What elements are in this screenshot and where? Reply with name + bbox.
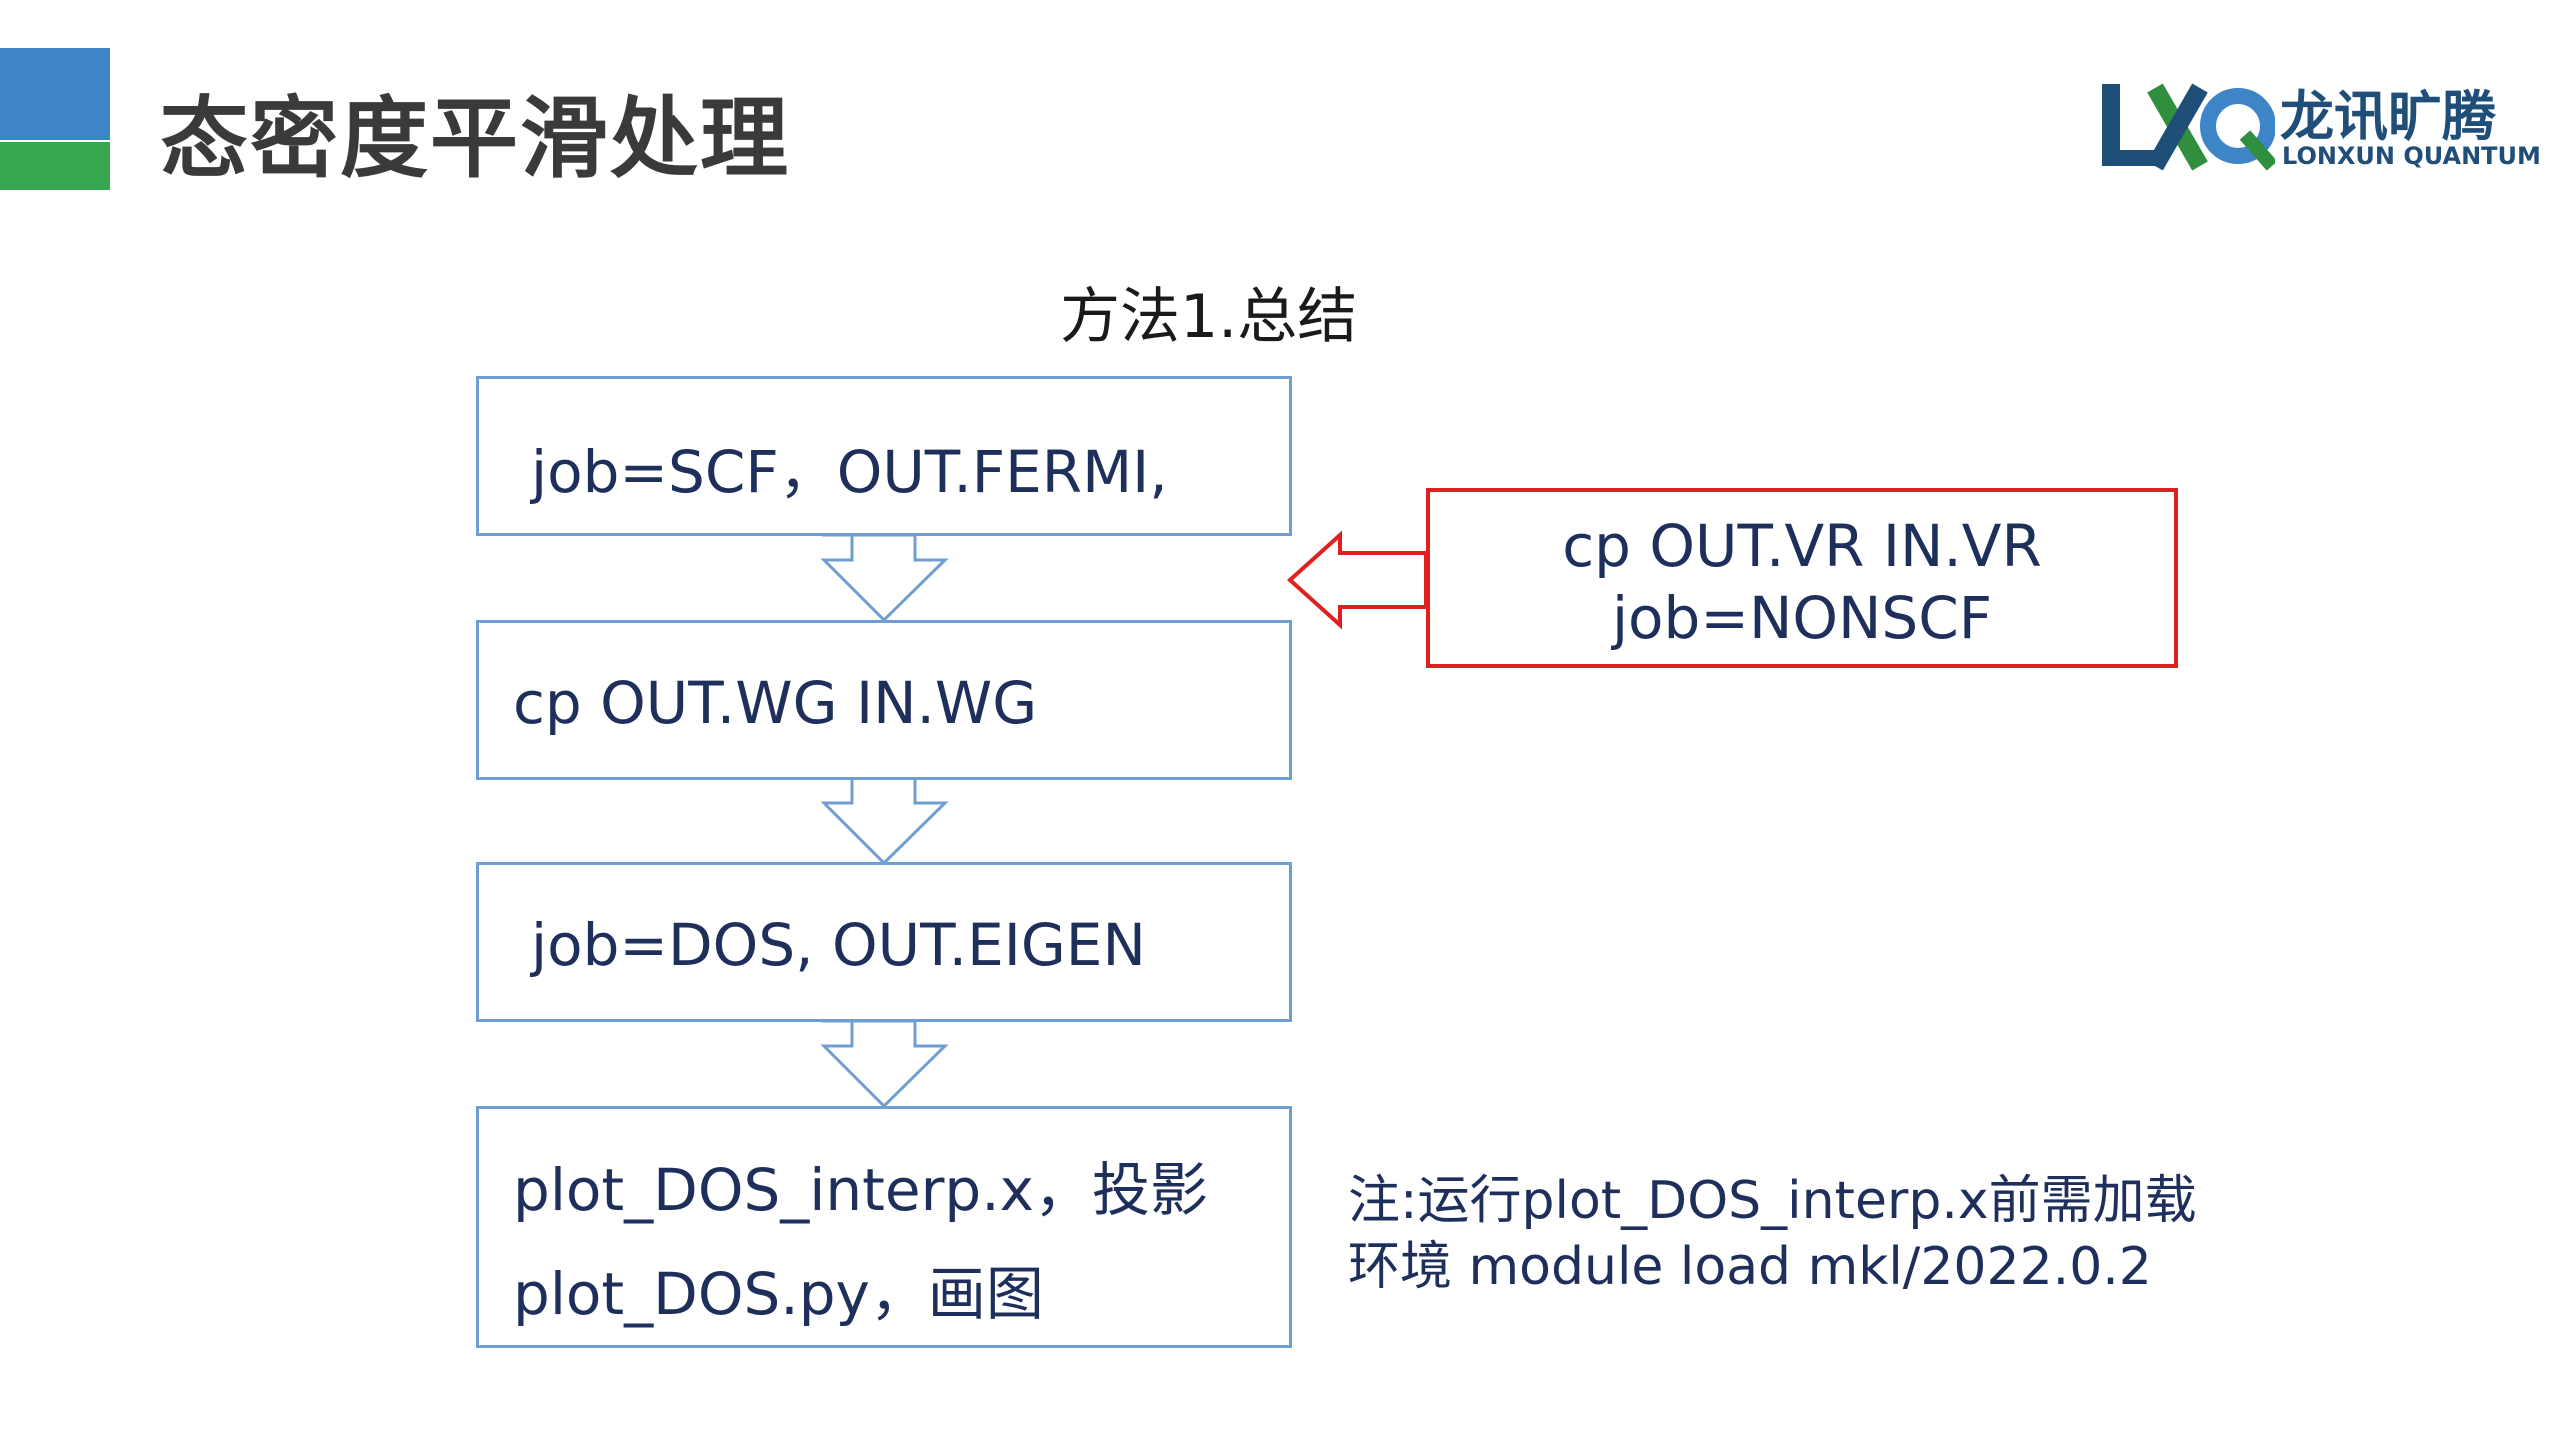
logo-mark-icon: [2102, 83, 2275, 171]
step-box-dos: job=DOS, OUT.EIGEN: [476, 862, 1292, 1022]
nonscf-box: cp OUT.VR IN.VR job=NONSCF: [1426, 488, 2178, 668]
down-arrow-1: [820, 533, 949, 623]
step-box-copy-wg: cp OUT.WG IN.WG: [476, 620, 1292, 780]
step-text-line1: plot_DOS_interp.x，投影: [513, 1156, 1209, 1224]
note-line1: 注:运行plot_DOS_interp.x前需加载: [1348, 1171, 2197, 1231]
logo-chinese-name: 龙讯旷腾: [2280, 85, 2496, 148]
step-box-plot: plot_DOS_interp.x，投影 plot_DOS.py，画图: [476, 1106, 1292, 1348]
step-text: job=SCF，OUT.FERMI,: [531, 438, 1168, 506]
header-accent-green: [0, 142, 110, 190]
step-box-scf: job=SCF，OUT.FERMI,: [476, 376, 1292, 536]
page-title: 态密度平滑处理: [160, 87, 791, 190]
logo-english-name: LONXUN QUANTUM: [2282, 142, 2541, 170]
step-text-line2: plot_DOS.py，画图: [513, 1260, 1044, 1328]
down-arrow-3: [820, 1019, 949, 1109]
nonscf-line2: job=NONSCF: [1611, 584, 1993, 652]
environment-note: 注:运行plot_DOS_interp.x前需加载 环境 module load…: [1348, 1168, 2197, 1300]
company-logo: 龙讯旷腾 LONXUN QUANTUM: [2100, 72, 2541, 182]
header-accent-blue: [0, 48, 110, 140]
nonscf-line1: cp OUT.VR IN.VR: [1562, 512, 2042, 580]
diagram-subtitle: 方法1.总结: [1060, 282, 1358, 352]
down-arrow-2: [820, 776, 949, 866]
note-line2: 环境 module load mkl/2022.0.2: [1348, 1237, 2152, 1297]
step-text: cp OUT.WG IN.WG: [513, 669, 1038, 737]
left-arrow-red: [1287, 530, 1428, 630]
step-text: job=DOS, OUT.EIGEN: [531, 911, 1146, 979]
